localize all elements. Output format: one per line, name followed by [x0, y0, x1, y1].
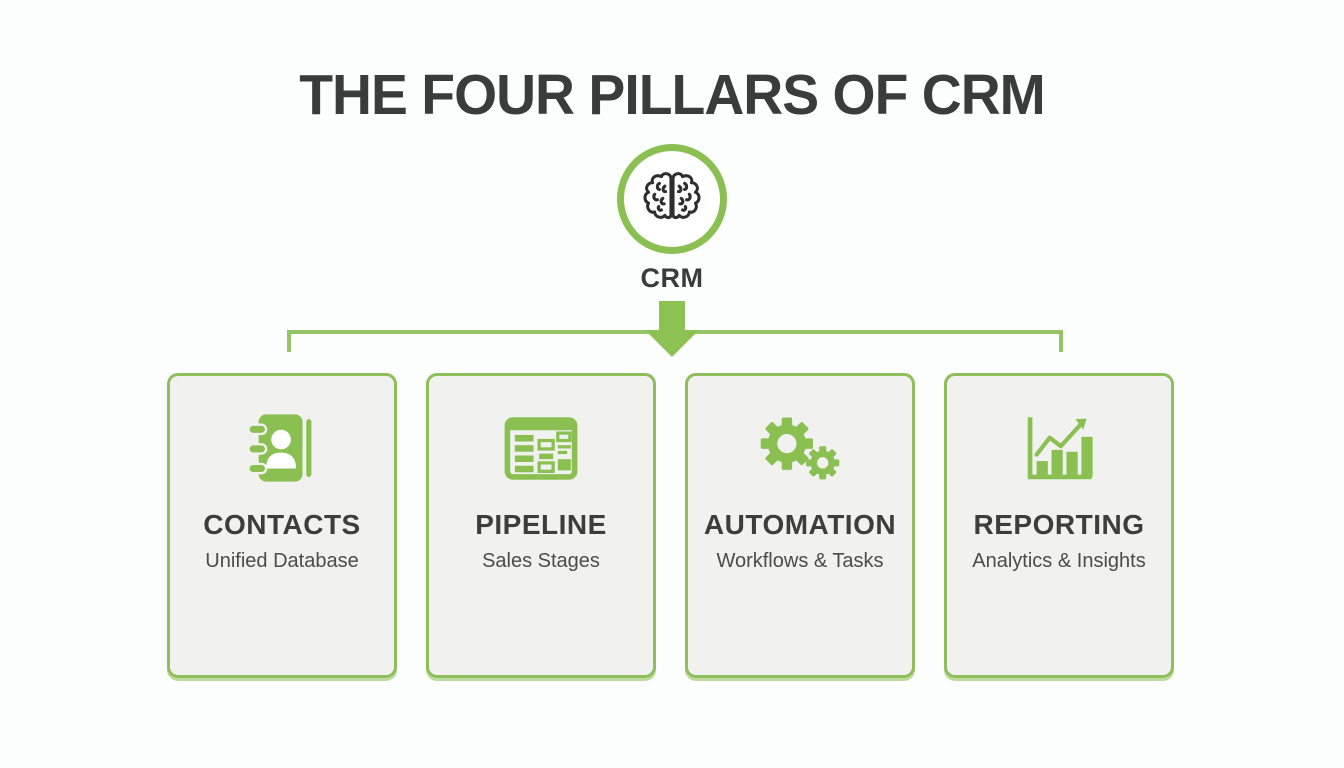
pillar-subtitle: Sales Stages	[482, 550, 600, 572]
gears-icon	[752, 404, 848, 492]
pillar-title: REPORTING	[973, 509, 1145, 540]
connector-tick-left	[287, 330, 291, 352]
pillar-card-pipeline: PIPELINE Sales Stages	[426, 373, 656, 678]
contact-book-icon	[240, 404, 324, 492]
pillar-subtitle: Workflows & Tasks	[716, 550, 884, 572]
pillar-subtitle: Unified Database	[205, 550, 359, 572]
pillar-title: PIPELINE	[475, 509, 607, 540]
down-arrow-icon	[659, 301, 685, 331]
pillar-subtitle: Analytics & Insights	[972, 550, 1146, 572]
pillar-card-reporting: REPORTING Analytics & Insights	[944, 373, 1174, 678]
pillar-card-automation: AUTOMATION Workflows & Tasks	[685, 373, 915, 678]
crm-hub-circle	[617, 144, 727, 254]
pillars-row: CONTACTS Unified Database PIPELINE Sa	[167, 373, 1174, 678]
crm-hub: CRM	[617, 144, 727, 294]
crm-hub-label: CRM	[640, 263, 704, 293]
pillar-title: CONTACTS	[203, 509, 361, 540]
pillar-card-contacts: CONTACTS Unified Database	[167, 373, 397, 678]
kanban-board-icon	[499, 404, 583, 492]
brain-icon	[638, 163, 706, 236]
pillar-title: AUTOMATION	[703, 509, 897, 540]
bar-chart-icon	[1017, 404, 1101, 492]
down-arrow-head	[645, 330, 699, 357]
page-title: THE FOUR PILLARS OF CRM	[299, 63, 1046, 127]
connector-tick-right	[1059, 330, 1063, 352]
